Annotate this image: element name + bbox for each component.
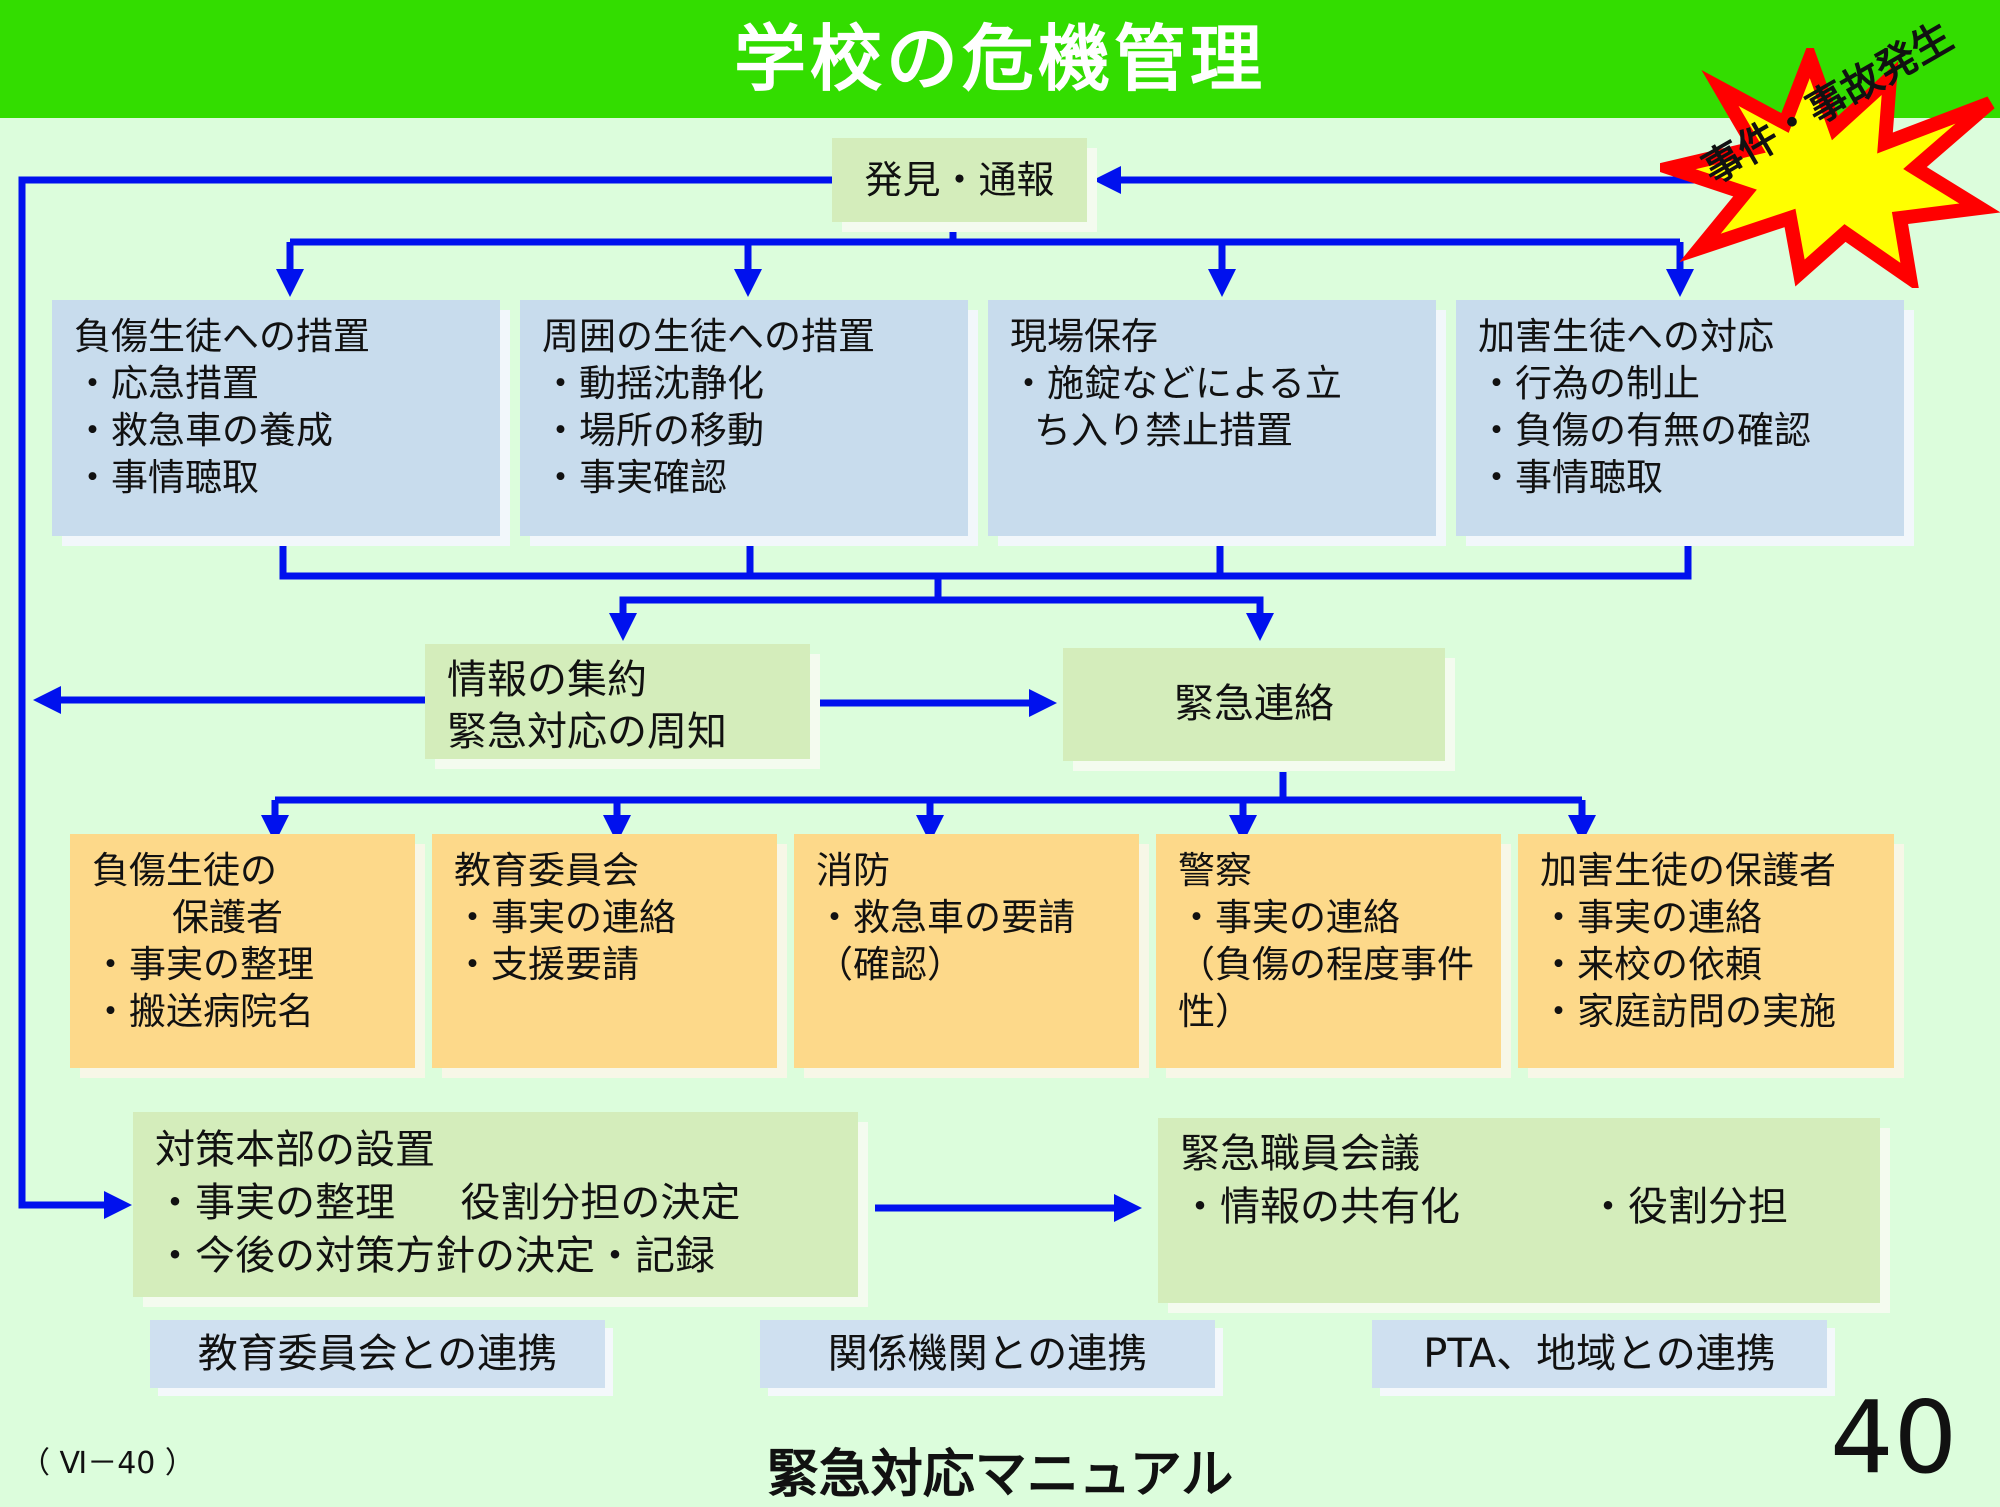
loop-line-left bbox=[18, 176, 835, 1219]
box-item: ・家庭訪問の実施 bbox=[1540, 989, 1836, 1033]
box-item: 保護者 bbox=[172, 895, 283, 939]
perpetrator-response-box: 加害生徒への対応 ・行為の制止 ・負傷の有無の確認 ・事情聴取 bbox=[1456, 300, 1904, 536]
box-item: ・事実の整理 bbox=[92, 942, 314, 986]
box-item: ・動揺沈静化 bbox=[542, 361, 764, 405]
board-of-education-box: 教育委員会 ・事実の連絡 ・支援要請 bbox=[432, 834, 777, 1068]
merge-line bbox=[279, 545, 1692, 580]
liaison-label: 関係機関との連携 bbox=[827, 1331, 1148, 1377]
emergency-contact-box: 緊急連絡 bbox=[1063, 648, 1445, 761]
discover-box: 発見・通報 bbox=[832, 138, 1087, 222]
hq-item: ・今後の対策方針の決定・記録 bbox=[155, 1233, 715, 1280]
box-item: 加害生徒の保護者 bbox=[1540, 849, 1836, 892]
liaison-label: 教育委員会との連携 bbox=[197, 1331, 558, 1377]
box-item: （確認） bbox=[816, 942, 964, 986]
emergency-branch bbox=[275, 772, 1582, 804]
incident-burst-icon bbox=[1660, 48, 2000, 288]
box-item: ・救急車の要請 bbox=[816, 895, 1075, 939]
staff-item: ・役割分担 bbox=[1588, 1184, 1788, 1230]
box-title: 負傷生徒への措置 bbox=[74, 315, 370, 358]
box-item: ・来校の依頼 bbox=[1540, 942, 1762, 986]
liaison-label: PTA、地域との連携 bbox=[1423, 1331, 1776, 1377]
scene-preservation-box: 現場保存 ・施錠などによる立 ち入り禁止措置 bbox=[988, 300, 1436, 536]
discover-branch bbox=[290, 222, 1680, 246]
info-aggregation-box: 情報の集約 緊急対応の周知 bbox=[425, 644, 810, 759]
box-item: ・救急車の養成 bbox=[74, 408, 333, 452]
box-item: 警察 bbox=[1178, 849, 1252, 892]
police-box: 警察 ・事実の連絡 （負傷の程度事件 性） bbox=[1156, 834, 1501, 1068]
info-line-1: 情報の集約 bbox=[447, 657, 647, 703]
injured-guardian-box: 負傷生徒の 保護者 ・事実の整理 ・搬送病院名 bbox=[70, 834, 415, 1068]
footer-title: 緊急対応マニュアル bbox=[766, 1445, 1234, 1505]
staff-title: 緊急職員会議 bbox=[1180, 1131, 1420, 1177]
emergency-label: 緊急連絡 bbox=[1174, 681, 1334, 727]
box-item: 性） bbox=[1178, 989, 1252, 1033]
box-item: ・搬送病院名 bbox=[92, 989, 314, 1033]
box-title: 現場保存 bbox=[1010, 315, 1158, 358]
footer-code: （ Ⅵ－40 ） bbox=[20, 1446, 195, 1481]
box-title: 加害生徒への対応 bbox=[1478, 315, 1774, 358]
box-item: ・事実の連絡 bbox=[454, 895, 676, 939]
box-item: ち入り禁止措置 bbox=[1034, 408, 1293, 452]
box-item: ・事情聴取 bbox=[74, 455, 259, 499]
fire-department-box: 消防 ・救急車の要請 （確認） bbox=[794, 834, 1139, 1068]
box-item: ・事実の連絡 bbox=[1540, 895, 1762, 939]
box-item: ・事情聴取 bbox=[1478, 455, 1663, 499]
hq-setup-box: 対策本部の設置 ・事実の整理 役割分担の決定 ・今後の対策方針の決定・記録 bbox=[133, 1112, 858, 1297]
box-item: ・行為の制止 bbox=[1478, 361, 1700, 405]
page-title: 学校の危機管理 bbox=[733, 17, 1266, 101]
bystander-care-box: 周囲の生徒への措置 ・動揺沈静化 ・場所の移動 ・事実確認 bbox=[520, 300, 968, 536]
box-item: ・負傷の有無の確認 bbox=[1478, 408, 1811, 452]
liaison-agencies-box: 関係機関との連携 bbox=[760, 1320, 1215, 1388]
liaison-board-box: 教育委員会との連携 bbox=[150, 1320, 605, 1388]
discover-label: 発見・通報 bbox=[864, 158, 1055, 202]
staff-meeting-box: 緊急職員会議 ・情報の共有化 ・役割分担 bbox=[1158, 1118, 1880, 1303]
page-number: 40 bbox=[1830, 1379, 1958, 1496]
staff-item: ・情報の共有化 bbox=[1180, 1184, 1460, 1231]
box-item: 負傷生徒の bbox=[92, 849, 277, 892]
perpetrator-guardian-box: 加害生徒の保護者 ・事実の連絡 ・来校の依頼 ・家庭訪問の実施 bbox=[1518, 834, 1894, 1068]
hq-title: 対策本部の設置 bbox=[155, 1127, 435, 1173]
liaison-pta-box: PTA、地域との連携 bbox=[1372, 1320, 1827, 1388]
title-bar: 学校の危機管理 bbox=[0, 0, 2000, 118]
hq-item: ・事実の整理 役割分担の決定 bbox=[155, 1180, 741, 1227]
injured-care-box: 負傷生徒への措置 ・応急措置 ・救急車の養成 ・事情聴取 bbox=[52, 300, 500, 536]
box-item: 消防 bbox=[816, 849, 890, 892]
box-title: 周囲の生徒への措置 bbox=[542, 315, 875, 358]
info-line-2: 緊急対応の周知 bbox=[447, 709, 727, 755]
box-item: ・応急措置 bbox=[74, 361, 259, 405]
box-item: ・事実の連絡 bbox=[1178, 895, 1400, 939]
box-item: ・事実確認 bbox=[542, 455, 727, 499]
box-item: ・支援要請 bbox=[454, 942, 639, 986]
box-item: 教育委員会 bbox=[454, 849, 639, 892]
box-item: （負傷の程度事件 bbox=[1178, 942, 1474, 986]
box-item: ・施錠などによる立 bbox=[1010, 361, 1342, 405]
box-item: ・場所の移動 bbox=[542, 408, 764, 452]
